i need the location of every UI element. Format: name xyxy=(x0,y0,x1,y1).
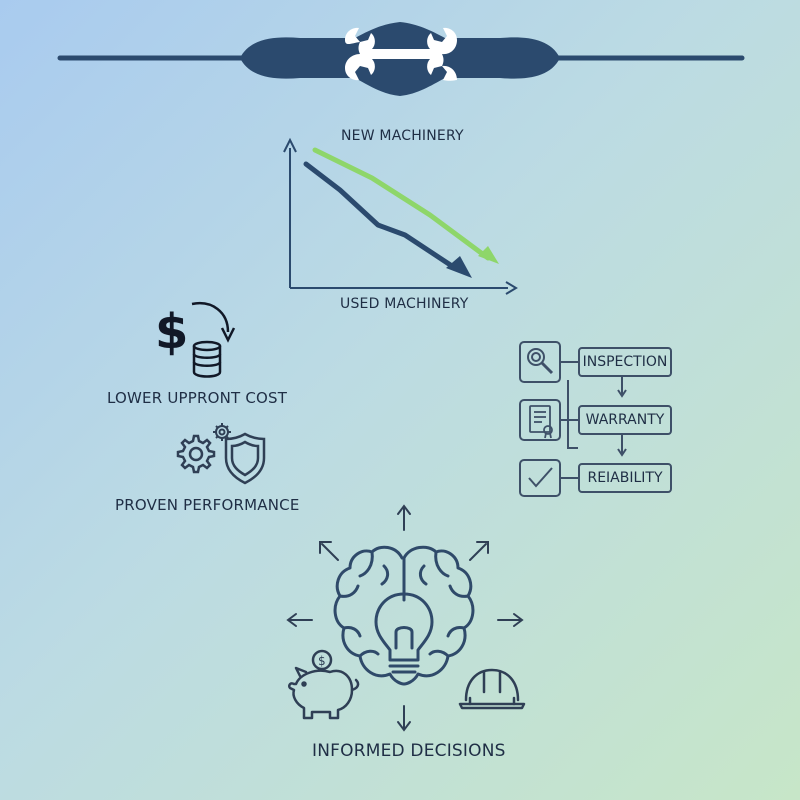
reliability-box: REIABILITY xyxy=(578,463,672,493)
shield-icon xyxy=(224,432,266,485)
hard-hat-icon xyxy=(458,668,526,710)
footer-title: INFORMED DECISIONS xyxy=(312,741,506,761)
small-gear-icon xyxy=(213,423,231,441)
dollar-icon: $ xyxy=(155,304,188,360)
curved-arrow-icon xyxy=(191,301,230,333)
brain-icon xyxy=(333,545,475,686)
cost-icon-group: $ xyxy=(155,301,236,378)
performance-label: PROVEN PERFORMANCE xyxy=(115,496,300,514)
wrench-banner xyxy=(57,22,745,96)
performance-icon-group xyxy=(176,423,266,485)
used-machinery-line xyxy=(303,161,458,271)
inspection-box: INSPECTION xyxy=(578,347,672,377)
arrow-icon xyxy=(286,504,524,732)
chart-bottom-label: USED MACHINERY xyxy=(340,296,469,312)
certificate-icon xyxy=(529,405,553,439)
piggy-bank-icon: $ xyxy=(287,649,360,720)
warranty-box: WARRANTY xyxy=(578,405,672,435)
lightbulb-icon xyxy=(374,592,434,674)
gear-icon xyxy=(176,434,216,474)
new-machinery-line xyxy=(312,147,491,261)
coin-stack-icon xyxy=(192,340,222,378)
depreciation-chart xyxy=(283,137,518,295)
wrench-icon xyxy=(345,27,457,81)
checkmark-icon xyxy=(528,467,553,488)
checklist-diagram xyxy=(519,341,627,497)
cost-label: LOWER UPPRONT COST xyxy=(107,389,288,407)
new-machinery-arrow xyxy=(478,246,499,264)
used-machinery-arrow xyxy=(446,256,472,278)
brain-diagram: $ xyxy=(286,504,526,732)
chart-y-axis xyxy=(283,137,297,288)
magnifier-icon xyxy=(527,348,554,375)
chart-x-axis xyxy=(290,281,518,295)
svg-text:$: $ xyxy=(318,654,326,668)
chart-top-label: NEW MACHINERY xyxy=(341,128,464,144)
